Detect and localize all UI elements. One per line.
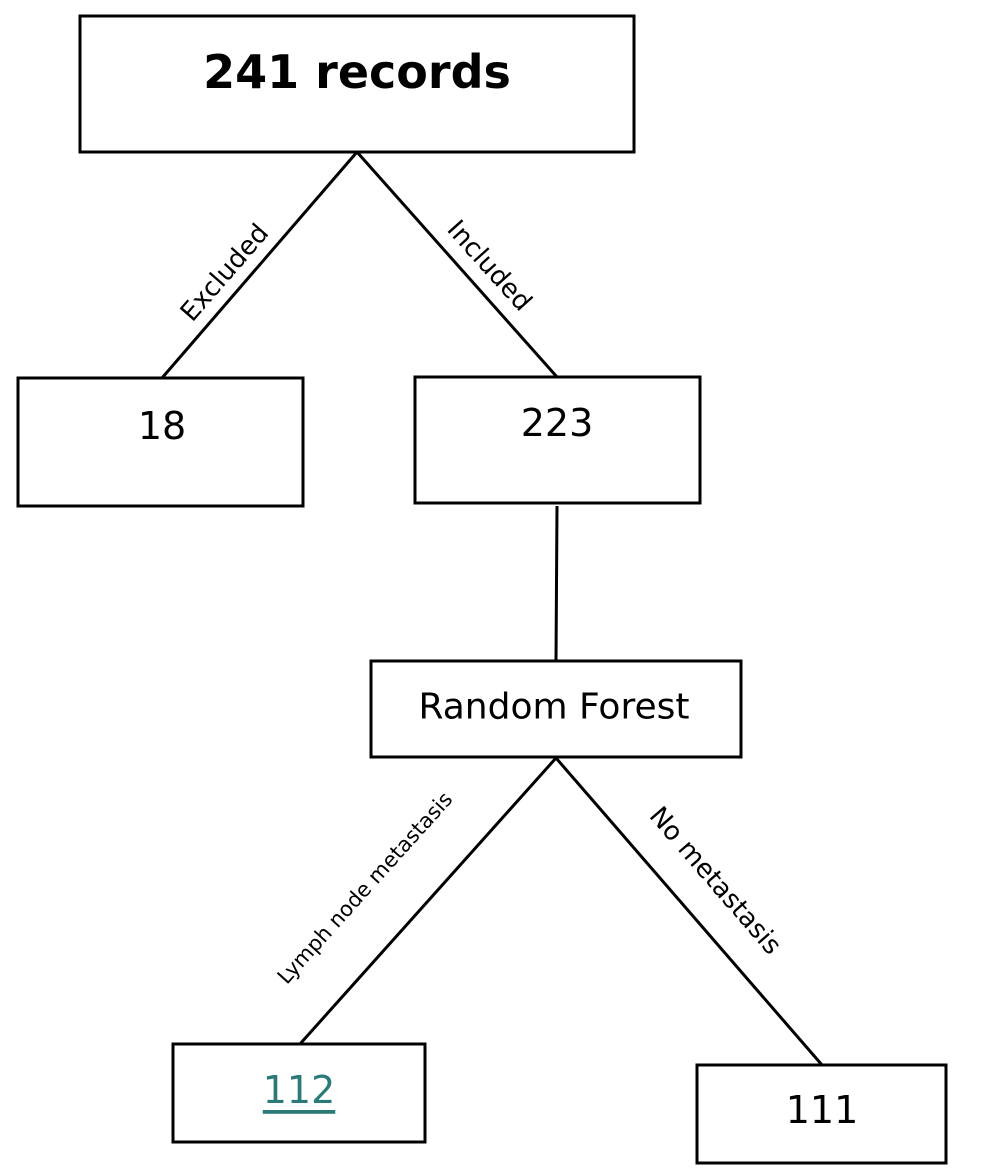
node-method-label: Random Forest: [419, 687, 690, 728]
node-root: 241 records: [78, 14, 636, 154]
node-metastasis-link[interactable]: 112: [263, 1068, 336, 1112]
edge-label-no-metastasis: No metastasis: [643, 801, 787, 960]
node-root-label: 241 records: [203, 45, 511, 99]
node-no-metastasis-label: 111: [786, 1088, 859, 1132]
node-included: 223: [413, 375, 702, 505]
node-metastasis-box: [171, 1042, 427, 1144]
node-method: Random Forest: [369, 659, 743, 759]
connector-method-to-metastasis: [298, 756, 558, 1046]
edge-label-excluded: Excluded: [175, 218, 275, 327]
node-root-box: [78, 14, 636, 154]
node-included-label: 223: [521, 401, 594, 445]
connector-root-to-excluded: [160, 151, 359, 379]
node-metastasis: 112: [171, 1042, 427, 1144]
edge-label-lymph-node-metastasis: Lymph node metastasis: [273, 787, 458, 988]
node-excluded-label: 18: [138, 404, 186, 448]
node-excluded: 18: [16, 376, 305, 508]
node-no-metastasis: 111: [695, 1063, 948, 1165]
node-no-metastasis-box: [695, 1063, 948, 1165]
node-included-box: [413, 375, 702, 505]
connector-root-to-included: [355, 151, 559, 378]
node-excluded-box: [16, 376, 305, 508]
connector-method-to-no-metastasis: [554, 757, 824, 1066]
node-method-box: [369, 659, 743, 759]
connector-included-to-method: [554, 505, 559, 662]
